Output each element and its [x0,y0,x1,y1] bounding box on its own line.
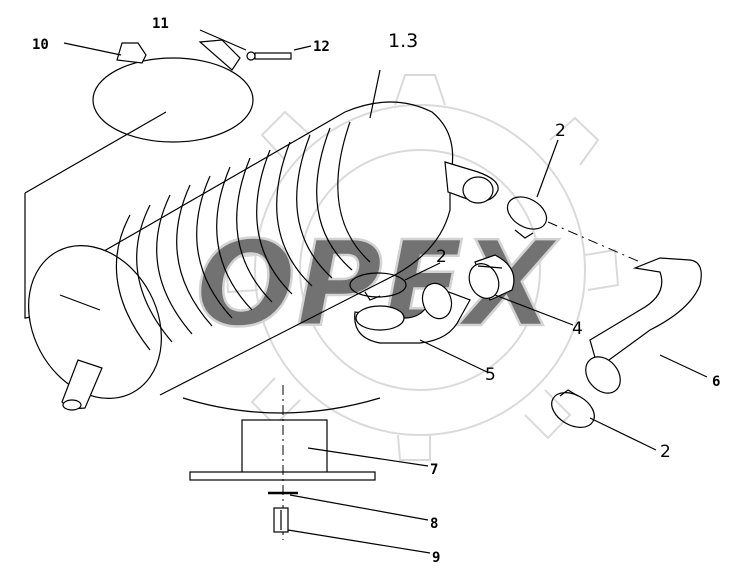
label-11: 11 [152,16,169,32]
label-8: 8 [430,516,438,532]
label-2-upper: 2 [555,121,566,141]
bracket-7 [182,385,429,540]
hose-clamp-lower [551,389,657,451]
label-9: 9 [432,550,440,566]
label-2-lower: 2 [660,442,671,462]
air-filter-housing [24,69,499,411]
label-2-middle: 2 [436,247,447,267]
label-5: 5 [485,365,496,385]
label-7: 7 [430,462,438,478]
sleeve-4 [468,254,574,326]
bolt-9 [273,507,431,554]
hose-clamp-middle [349,262,441,301]
label-4: 4 [572,319,583,339]
label-1-3: 1.3 [388,30,418,52]
label-10: 10 [32,37,49,53]
label-6: 6 [712,374,720,390]
label-12: 12 [313,39,330,55]
hose-clamp-upper [506,139,559,239]
curved-hose-6 [585,257,708,394]
strap-band [24,39,292,194]
elbow-hose-5 [354,282,488,373]
washer-8 [268,491,429,521]
